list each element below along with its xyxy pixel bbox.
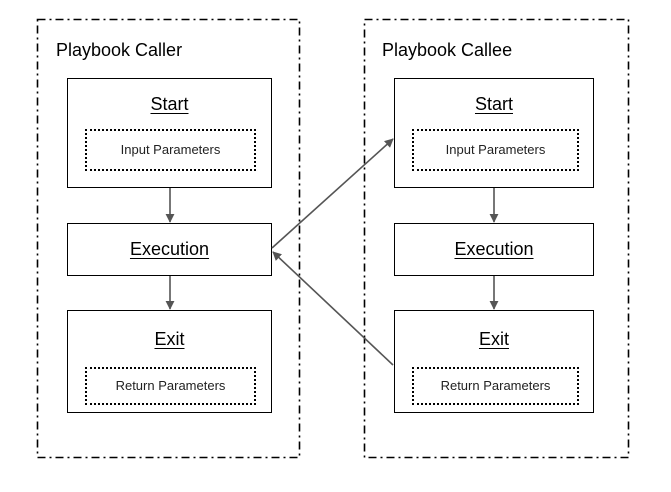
caller-execution-box: Execution: [67, 223, 272, 276]
callee-panel-title: Playbook Callee: [382, 40, 513, 60]
caller-panel-border: [36, 18, 301, 459]
callee-exit-title: Exit: [478, 329, 509, 349]
callee-execution-title: Execution: [454, 239, 534, 259]
caller-panel-title: Playbook Caller: [56, 40, 183, 60]
caller-start-title: Start: [150, 94, 189, 114]
return-arrow: [272, 251, 394, 366]
callee-panel-border: [363, 18, 630, 459]
caller-exit-box: Exit Return Parameters: [67, 310, 272, 413]
caller-exit-title: Exit: [154, 329, 185, 349]
callee-return-parameters: Return Parameters: [412, 367, 579, 405]
callee-input-parameters: Input Parameters: [412, 129, 579, 171]
callee-start-title: Start: [474, 94, 513, 114]
caller-input-parameters: Input Parameters: [85, 129, 256, 171]
callee-exit-box: Exit Return Parameters: [394, 310, 594, 413]
caller-execution-title: Execution: [129, 239, 210, 259]
caller-start-box: Start Input Parameters: [67, 78, 272, 188]
callee-execution-box: Execution: [394, 223, 594, 276]
caller-return-parameters: Return Parameters: [85, 367, 256, 405]
call-arrow: [271, 138, 394, 249]
callee-start-box: Start Input Parameters: [394, 78, 594, 188]
